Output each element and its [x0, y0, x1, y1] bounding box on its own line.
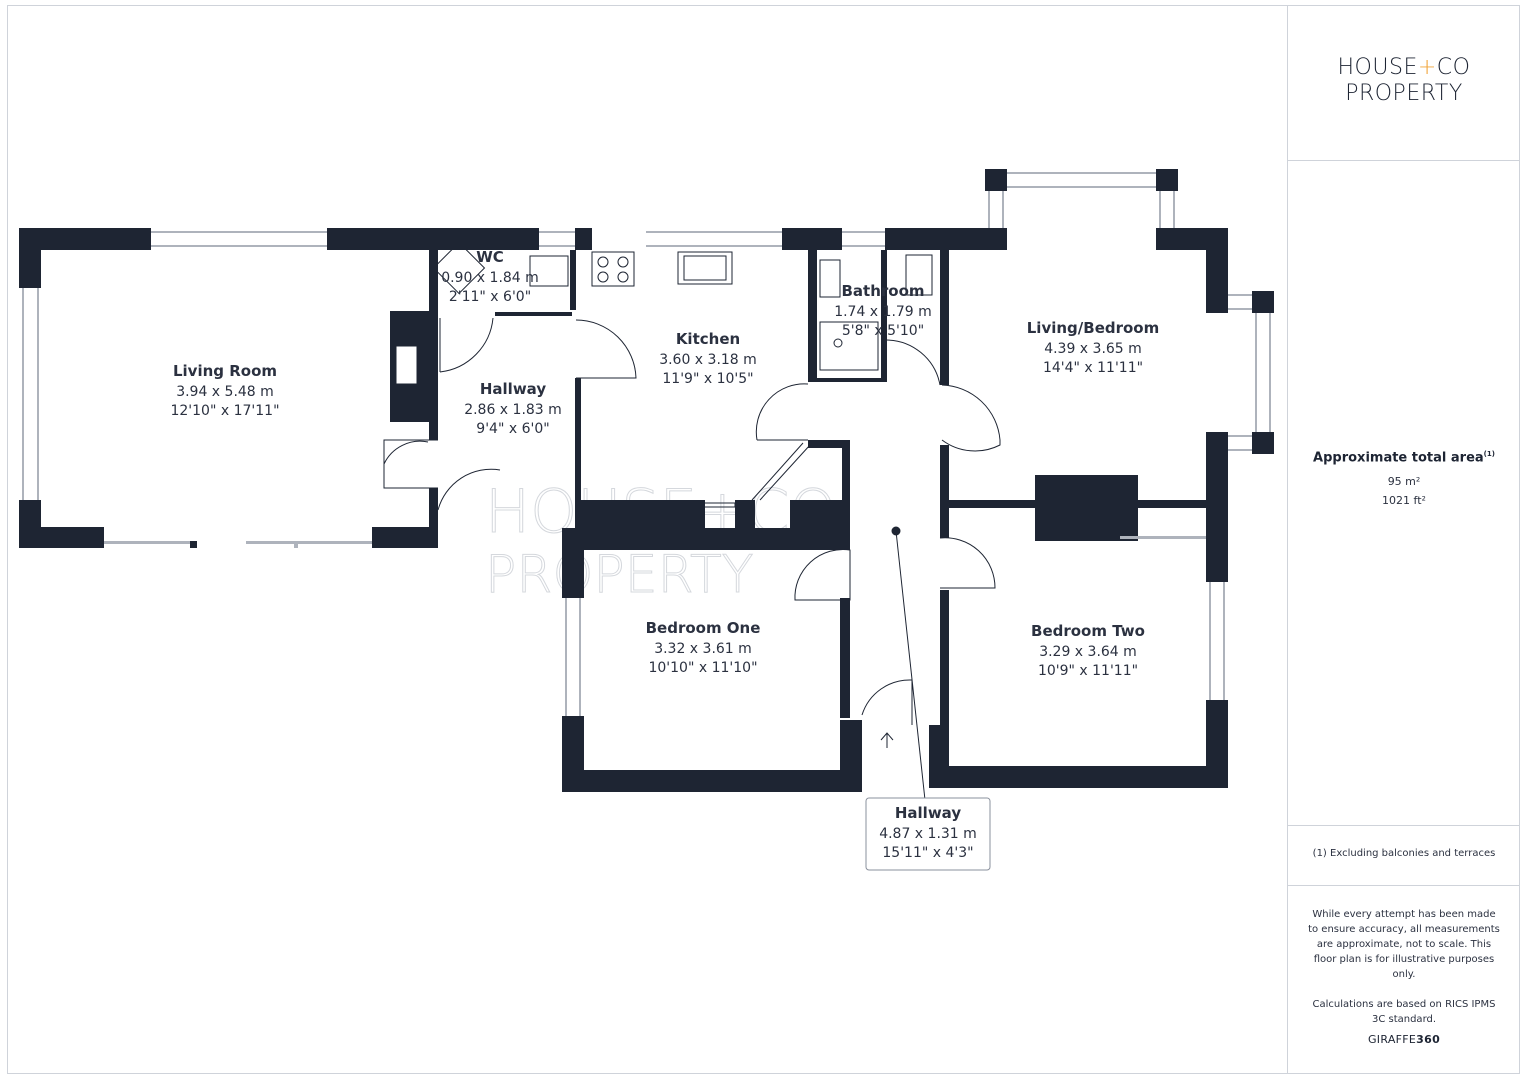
room-dimensions-metric: 4.87 x 1.31 m — [879, 826, 977, 842]
room-label-living-bedroom: Living/Bedroom 4.39 x 3.65 m 14'4" x 11'11… — [1027, 319, 1160, 376]
area-square-metres: 95 m² — [1387, 475, 1421, 489]
divider — [1288, 160, 1520, 161]
room-label-bedroom-two: Bedroom Two 3.29 x 3.64 m 10'9" x 11'11" — [1031, 622, 1145, 679]
room-label-wc: WC 0.90 x 1.84 m 2'11" x 6'0" — [441, 248, 539, 305]
walls — [19, 169, 1274, 792]
disclaimer: While every attempt has been made to ens… — [1306, 907, 1502, 1042]
entrance-arrow-icon — [880, 732, 894, 748]
area-summary: Approximate total area(1) 95 m² 1021 ft² — [1288, 450, 1520, 507]
room-dimensions-metric: 4.39 x 3.65 m — [1044, 341, 1142, 357]
page-frame — [7, 5, 1520, 1074]
area-square-feet: 1021 ft² — [1382, 494, 1426, 508]
room-dimensions-imperial: 15'11" x 4'3" — [882, 845, 973, 861]
room-label-bedroom-one: Bedroom One 3.32 x 3.61 m 10'10" x 11'10" — [646, 619, 761, 676]
room-dimensions-metric: 0.90 x 1.84 m — [441, 270, 539, 286]
room-dimensions-metric: 3.60 x 3.18 m — [659, 352, 757, 368]
room-dimensions-imperial: 9'4" x 6'0" — [476, 421, 549, 437]
brand-logo: HOUSE+CO PROPERTY — [1288, 55, 1520, 107]
room-dimensions-imperial: 10'9" x 11'11" — [1038, 663, 1138, 679]
room-label-bathroom: Bathroom 1.74 x 1.79 m 5'8" x 5'10" — [834, 282, 932, 339]
room-name: Bedroom One — [646, 619, 761, 637]
room-dimensions-imperial: 10'10" x 11'10" — [648, 660, 757, 676]
sink-icon — [677, 251, 733, 285]
footnote: (1) Excluding balconies and terraces — [1312, 848, 1496, 859]
room-labels: Living Room 3.94 x 5.48 m 12'10" x 17'11" W… — [170, 248, 1159, 861]
room-dimensions-metric: 3.29 x 3.64 m — [1039, 644, 1137, 660]
brand-word-property: PROPERTY — [1345, 81, 1463, 106]
provider-name: GIRAFFE — [1367, 1033, 1417, 1046]
brand-plus: + — [1417, 55, 1437, 80]
wc-basin-icon — [529, 255, 569, 287]
room-label-hallway-main: Hallway 4.87 x 1.31 m 15'11" x 4'3" — [879, 804, 977, 861]
floor-plan: HOUSE+CO PROPERTY — [19, 169, 1274, 871]
room-dimensions-metric: 1.74 x 1.79 m — [834, 304, 932, 320]
area-title: Approximate total area — [1313, 450, 1484, 466]
room-dimensions-imperial: 12'10" x 17'11" — [170, 403, 279, 419]
disclaimer-text: While every attempt has been made to ens… — [1308, 909, 1500, 980]
divider — [1288, 825, 1520, 826]
room-dimensions-metric: 3.94 x 5.48 m — [176, 384, 274, 400]
room-name: Living Room — [173, 362, 277, 380]
room-dimensions-metric: 3.32 x 3.61 m — [654, 641, 752, 657]
hallway-label-box — [865, 797, 991, 871]
room-name: Bedroom Two — [1031, 622, 1145, 640]
toilet-icon — [432, 241, 486, 295]
brand-word-co: CO — [1436, 55, 1471, 80]
provider-logo: GIRAFFE360 — [1288, 1033, 1520, 1046]
room-label-living-room: Living Room 3.94 x 5.48 m 12'10" x 17'11" — [170, 362, 279, 419]
room-name: WC — [476, 248, 504, 266]
room-dimensions-imperial: 11'9" x 10'5" — [662, 371, 753, 387]
room-dimensions-metric: 2.86 x 1.83 m — [464, 402, 562, 418]
info-sidebar: HOUSE+CO PROPERTY Approximate total area… — [1287, 5, 1520, 1074]
room-name: Bathroom — [841, 282, 924, 300]
room-dimensions-imperial: 5'8" x 5'10" — [842, 323, 924, 339]
area-footnote-marker: (1) — [1483, 450, 1495, 458]
provider-suffix: 360 — [1416, 1033, 1441, 1046]
brand-word-house: HOUSE — [1337, 55, 1418, 80]
hob-icon — [591, 251, 635, 287]
divider — [1288, 885, 1520, 886]
calculation-note: Calculations are based on RICS IPMS 3C s… — [1312, 999, 1496, 1025]
room-dimensions-imperial: 2'11" x 6'0" — [449, 289, 531, 305]
room-label-kitchen: Kitchen 3.60 x 3.18 m 11'9" x 10'5" — [659, 330, 757, 387]
room-name: Kitchen — [676, 330, 740, 348]
room-dimensions-imperial: 14'4" x 11'11" — [1043, 360, 1143, 376]
room-name: Living/Bedroom — [1027, 319, 1160, 337]
fixtures — [432, 241, 926, 801]
door-swings — [383, 254, 1001, 725]
room-name: Hallway — [480, 380, 546, 398]
room-label-hallway-west: Hallway 2.86 x 1.83 m 9'4" x 6'0" — [464, 380, 562, 437]
room-name: Hallway — [895, 804, 961, 822]
watermark-line-2: PROPERTY — [485, 545, 754, 605]
